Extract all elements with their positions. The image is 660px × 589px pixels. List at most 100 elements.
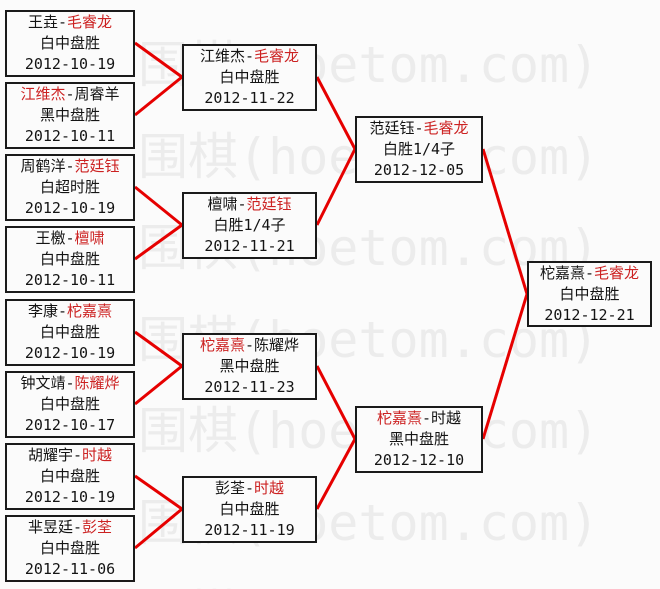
match-result: 黑中盘胜 bbox=[388, 430, 449, 448]
winner-name: 陈耀烨 bbox=[74, 374, 120, 392]
bracket-connector bbox=[134, 75, 183, 117]
match-result: 白中盘胜 bbox=[219, 68, 280, 86]
player-name: 彭荃- bbox=[214, 479, 254, 497]
match-players: 胡耀宇- 时越 bbox=[28, 445, 112, 466]
player-name: 檀啸- bbox=[207, 195, 247, 213]
match-date: 2012-10-19 bbox=[24, 55, 116, 73]
match-date: 2012-11-19 bbox=[204, 521, 295, 539]
player-name: -周睿羊 bbox=[65, 85, 120, 103]
winner-name: 彭荃 bbox=[82, 518, 113, 536]
player-name: 柁嘉熹- bbox=[539, 263, 594, 282]
winner-name: 毛睿龙 bbox=[254, 47, 300, 65]
winner-name: 柁嘉熹 bbox=[67, 302, 113, 320]
match-box-round1-5: 李康- 柁嘉熹 白中盘胜 2012-10-19 bbox=[5, 299, 135, 366]
match-players: -周睿羊 江维杰 bbox=[20, 84, 119, 105]
player-name: -时越 bbox=[421, 409, 462, 427]
match-box-round1-7: 胡耀宇- 时越 白中盘胜 2012-10-19 bbox=[5, 443, 135, 510]
match-players: 檀啸- 范廷钰 bbox=[207, 194, 291, 215]
match-date: 2012-12-21 bbox=[544, 305, 635, 324]
match-box-final-1: 柁嘉熹- 毛睿龙 白中盘胜 2012-12-21 bbox=[527, 261, 652, 327]
bracket-connector bbox=[134, 474, 183, 511]
player-name: 江维杰- bbox=[199, 47, 254, 65]
player-name: 王垚- bbox=[27, 13, 67, 31]
bracket-connector bbox=[134, 223, 183, 261]
match-result: 白中盘胜 bbox=[39, 395, 100, 413]
winner-name: 江维杰 bbox=[20, 85, 66, 103]
winner-name: 时越 bbox=[82, 446, 113, 464]
match-players: -陈耀烨 柁嘉熹 bbox=[200, 335, 299, 356]
match-box-round1-3: 周鹤洋- 范廷钰 白超时胜 2012-10-19 bbox=[5, 154, 135, 221]
match-result: 白中盘胜 bbox=[559, 284, 620, 303]
player-name: 周鹤洋- bbox=[20, 157, 75, 175]
match-players: 王垚- 毛睿龙 bbox=[28, 12, 112, 33]
match-date: 2012-12-05 bbox=[373, 161, 465, 179]
match-box-round2-4: 彭荃- 时越 白中盘胜 2012-11-19 bbox=[182, 476, 317, 543]
match-result: 黑中盘胜 bbox=[219, 357, 280, 375]
match-result: 白中盘胜 bbox=[39, 34, 100, 52]
match-result: 白胜1/4子 bbox=[213, 216, 286, 234]
match-date: 2012-10-17 bbox=[24, 416, 116, 434]
match-date: 2012-10-11 bbox=[24, 271, 116, 289]
match-box-round1-4: 王檄- 檀啸 白中盘胜 2012-10-11 bbox=[5, 226, 135, 293]
winner-name: 范廷钰 bbox=[246, 195, 292, 213]
bracket-connector bbox=[315, 148, 357, 226]
match-date: 2012-10-11 bbox=[24, 127, 116, 145]
bracket-connector bbox=[134, 364, 183, 406]
match-result: 白超时胜 bbox=[39, 178, 100, 196]
bracket-connector bbox=[481, 293, 529, 440]
bracket-connector bbox=[134, 507, 183, 550]
winner-name: 毛睿龙 bbox=[67, 13, 113, 31]
match-result: 白中盘胜 bbox=[39, 250, 100, 268]
match-date: 2012-11-23 bbox=[204, 378, 295, 396]
player-name: 芈昱廷- bbox=[27, 518, 82, 536]
bracket-connector bbox=[134, 41, 183, 79]
match-players: 王檄- 檀啸 bbox=[35, 228, 104, 249]
bracket-connector bbox=[315, 365, 357, 440]
winner-name: 毛睿龙 bbox=[423, 119, 469, 137]
match-date: 2012-10-19 bbox=[24, 199, 116, 217]
player-name: 胡耀宇- bbox=[27, 446, 82, 464]
player-name: 李康- bbox=[27, 302, 67, 320]
match-players: 周鹤洋- 范廷钰 bbox=[20, 156, 119, 177]
match-box-round1-2: -周睿羊 江维杰 黑中盘胜 2012-10-11 bbox=[5, 82, 135, 149]
winner-name: 柁嘉熹 bbox=[199, 336, 245, 354]
winner-name: 檀啸 bbox=[74, 229, 105, 247]
match-players: 柁嘉熹- 毛睿龙 bbox=[540, 263, 639, 284]
match-players: 芈昱廷- 彭荃 bbox=[28, 517, 112, 538]
match-box-round3-2: -时越 柁嘉熹 黑中盘胜 2012-12-10 bbox=[355, 406, 483, 473]
bracket-connector bbox=[134, 185, 183, 227]
match-date: 2012-11-06 bbox=[24, 560, 116, 578]
player-name: 钟文靖- bbox=[20, 374, 75, 392]
match-players: -时越 柁嘉熹 bbox=[377, 408, 461, 429]
match-result: 白中盘胜 bbox=[39, 467, 100, 485]
match-box-round2-3: -陈耀烨 柁嘉熹 黑中盘胜 2012-11-23 bbox=[182, 333, 317, 400]
match-box-round1-8: 芈昱廷- 彭荃 白中盘胜 2012-11-06 bbox=[5, 515, 135, 582]
match-date: 2012-11-22 bbox=[204, 89, 295, 107]
match-players: 范廷钰- 毛睿龙 bbox=[369, 118, 468, 139]
match-date: 2012-10-19 bbox=[24, 488, 116, 506]
bracket-connector bbox=[481, 148, 529, 295]
match-date: 2012-10-19 bbox=[24, 344, 116, 362]
player-name: 范廷钰- bbox=[369, 119, 424, 137]
winner-name: 毛睿龙 bbox=[594, 263, 640, 282]
winner-name: 柁嘉熹 bbox=[376, 409, 422, 427]
match-players: 钟文靖- 陈耀烨 bbox=[20, 373, 119, 394]
match-result: 黑中盘胜 bbox=[39, 106, 100, 124]
match-box-round3-1: 范廷钰- 毛睿龙 白胜1/4子 2012-12-05 bbox=[355, 116, 483, 183]
bracket-connector bbox=[315, 76, 357, 150]
match-box-round2-2: 檀啸- 范廷钰 白胜1/4子 2012-11-21 bbox=[182, 192, 317, 259]
match-result: 白中盘胜 bbox=[39, 539, 100, 557]
match-result: 白胜1/4子 bbox=[382, 140, 456, 158]
match-players: 江维杰- 毛睿龙 bbox=[200, 46, 299, 67]
bracket-connector bbox=[315, 438, 357, 510]
bracket-connector bbox=[134, 330, 183, 368]
player-name: -陈耀烨 bbox=[244, 336, 300, 354]
match-players: 李康- 柁嘉熹 bbox=[28, 301, 112, 322]
match-result: 白中盘胜 bbox=[219, 500, 280, 518]
match-box-round2-1: 江维杰- 毛睿龙 白中盘胜 2012-11-22 bbox=[182, 44, 317, 111]
match-box-round1-1: 王垚- 毛睿龙 白中盘胜 2012-10-19 bbox=[5, 10, 135, 77]
winner-name: 范廷钰 bbox=[74, 157, 120, 175]
match-result: 白中盘胜 bbox=[39, 323, 100, 341]
